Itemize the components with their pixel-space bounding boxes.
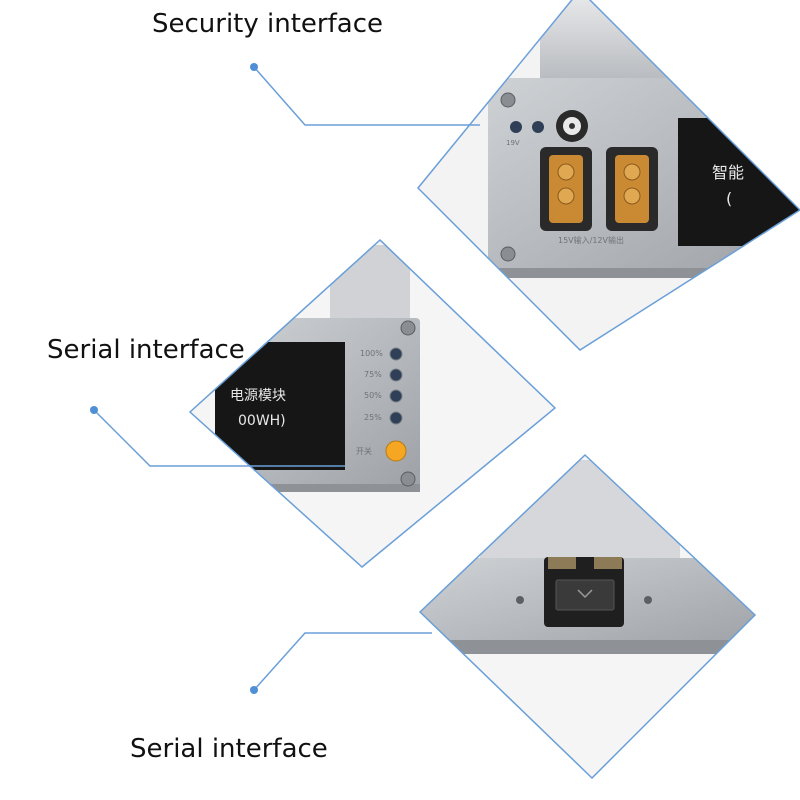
security-interface-label: Security interface <box>152 9 383 39</box>
svg-text:50%: 50% <box>364 391 382 400</box>
screw-icon <box>400 320 416 336</box>
callout-lines <box>93 66 480 691</box>
diamond-frame <box>416 0 800 351</box>
screw-icon <box>516 596 524 604</box>
led-icon <box>532 121 544 133</box>
callout-line-security <box>253 66 480 126</box>
dark-label-panel <box>215 342 345 470</box>
panel-text-partial: 智能 <box>712 163 744 182</box>
serial-port-icon <box>544 557 624 627</box>
xt-connector-icon <box>540 147 592 231</box>
screw-icon <box>400 471 416 487</box>
power-button-icon <box>385 440 407 462</box>
screw-icon <box>500 246 516 262</box>
screw-icon <box>644 596 652 604</box>
callout-dot <box>90 406 98 414</box>
serial-interface-photo-2 <box>420 455 755 778</box>
screw-icon <box>500 92 516 108</box>
callout-line-serial-1 <box>93 409 345 467</box>
callout-dot <box>250 63 258 71</box>
svg-text:19V: 19V <box>506 139 520 147</box>
xt-connector-icon <box>606 147 658 231</box>
led-icon <box>510 121 522 133</box>
svg-text:25%: 25% <box>364 413 382 422</box>
serial-interface-label-2: Serial interface <box>130 734 328 764</box>
svg-text:75%: 75% <box>364 370 382 379</box>
dark-label-panel <box>678 118 800 246</box>
diamond-frame <box>418 453 757 780</box>
callout-line-serial-2 <box>253 632 432 691</box>
svg-text:00WH): 00WH) <box>238 413 286 429</box>
security-interface-photo: 智能 ( 19V 15V输入/12V输出 <box>418 0 800 350</box>
panel-text-partial-2: ( <box>726 189 732 208</box>
callout-dot <box>250 686 258 694</box>
serial-interface-label-1: Serial interface <box>47 335 245 365</box>
diamond-frame <box>188 238 557 568</box>
svg-text:电源模块: 电源模块 <box>230 388 286 404</box>
svg-text:15V输入/12V输出: 15V输入/12V输出 <box>558 235 624 245</box>
svg-text:100%: 100% <box>360 349 383 358</box>
serial-interface-photo-1: 电源模块 00WH) 100% 75% 50% 25% 开关 <box>190 240 555 567</box>
battery-level-leds: 100% 75% 50% 25% <box>360 347 403 425</box>
svg-text:开关: 开关 <box>356 446 372 456</box>
